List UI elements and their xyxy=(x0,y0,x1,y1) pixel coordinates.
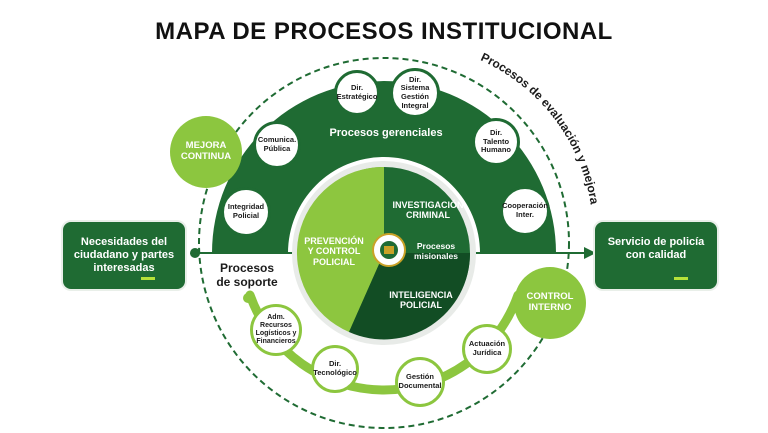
process-dir-talento-humano: Dir. Talento Humano xyxy=(472,118,520,166)
output-service-box: Servicio de policía con calidad xyxy=(595,222,717,289)
process-actuacion-juridica: Actuación Jurídica xyxy=(462,324,512,374)
gerenciales-label: Procesos gerenciales xyxy=(329,127,443,139)
gerenciales-band xyxy=(212,81,556,253)
process-dir-sistema-gestion: Dir. Sistema Gestión Integral xyxy=(390,68,440,118)
process-adm-recursos: Adm. Recursos Logísticos y Financieros xyxy=(250,304,302,356)
process-cooperacion-inter: Cooperación Inter. xyxy=(500,186,550,236)
flow-arrowhead xyxy=(584,247,596,259)
process-label: Dir. Talento Humano xyxy=(481,128,511,155)
output-accent-bar xyxy=(674,277,688,280)
process-label: Dir. Sistema Gestión Integral xyxy=(400,74,430,110)
flow-start-dot xyxy=(190,248,200,258)
input-accent-bar xyxy=(141,277,155,280)
process-label: Adm. Recursos Logísticos y Financieros xyxy=(255,313,297,346)
mejora-continua-circle: MEJORA CONTINUA xyxy=(170,116,242,188)
control-interno-label: CONTROL INTERNO xyxy=(526,291,574,313)
misional-prevencion-control: PREVENCIÓN Y CONTROL POLICIAL xyxy=(304,236,364,267)
input-needs-text: Necesidades del ciudadano y partes inter… xyxy=(73,236,175,275)
process-gestion-documental: Gestión Documental xyxy=(395,357,445,407)
misional-inteligencia-policial: INTELIGENCIA POLICIAL xyxy=(389,290,453,311)
soporte-label: Procesos de soporte xyxy=(216,261,278,289)
mejora-continua-label: MEJORA CONTINUA xyxy=(180,140,232,162)
soporte-band-start xyxy=(243,293,253,303)
process-dir-estrategico: Dir. Estratégico xyxy=(334,70,380,116)
sector-inteligencia xyxy=(349,253,471,340)
misionales-label: Procesos misionales xyxy=(414,241,458,261)
process-dir-tecnologico: Dir. Tecnológico xyxy=(311,345,359,393)
process-comunica-publica: Comunica. Pública xyxy=(253,121,301,169)
output-service-text: Servicio de policía con calidad xyxy=(607,236,705,262)
sector-prevencion xyxy=(296,166,384,332)
process-label: Dir. Estratégico xyxy=(336,83,378,101)
control-interno-circle: CONTROL INTERNO xyxy=(514,267,586,339)
page-title: MAPA DE PROCESOS INSTITUCIONAL xyxy=(155,18,613,45)
evaluation-ring xyxy=(198,57,570,429)
process-label: Actuación Jurídica xyxy=(468,339,506,357)
process-label: Comunica. Pública xyxy=(257,135,297,153)
process-label: Integridad Policial xyxy=(227,202,265,220)
emblem-shield-icon xyxy=(384,246,394,254)
process-label: Gestión Documental xyxy=(398,372,442,390)
process-integridad-policial: Integridad Policial xyxy=(221,187,271,237)
process-label: Cooperación Inter. xyxy=(502,201,548,219)
input-needs-box: Necesidades del ciudadano y partes inter… xyxy=(63,222,185,289)
process-label: Dir. Tecnológico xyxy=(313,359,357,377)
misional-investigacion-criminal: INVESTIGACIÓN CRIMINAL xyxy=(392,200,464,221)
